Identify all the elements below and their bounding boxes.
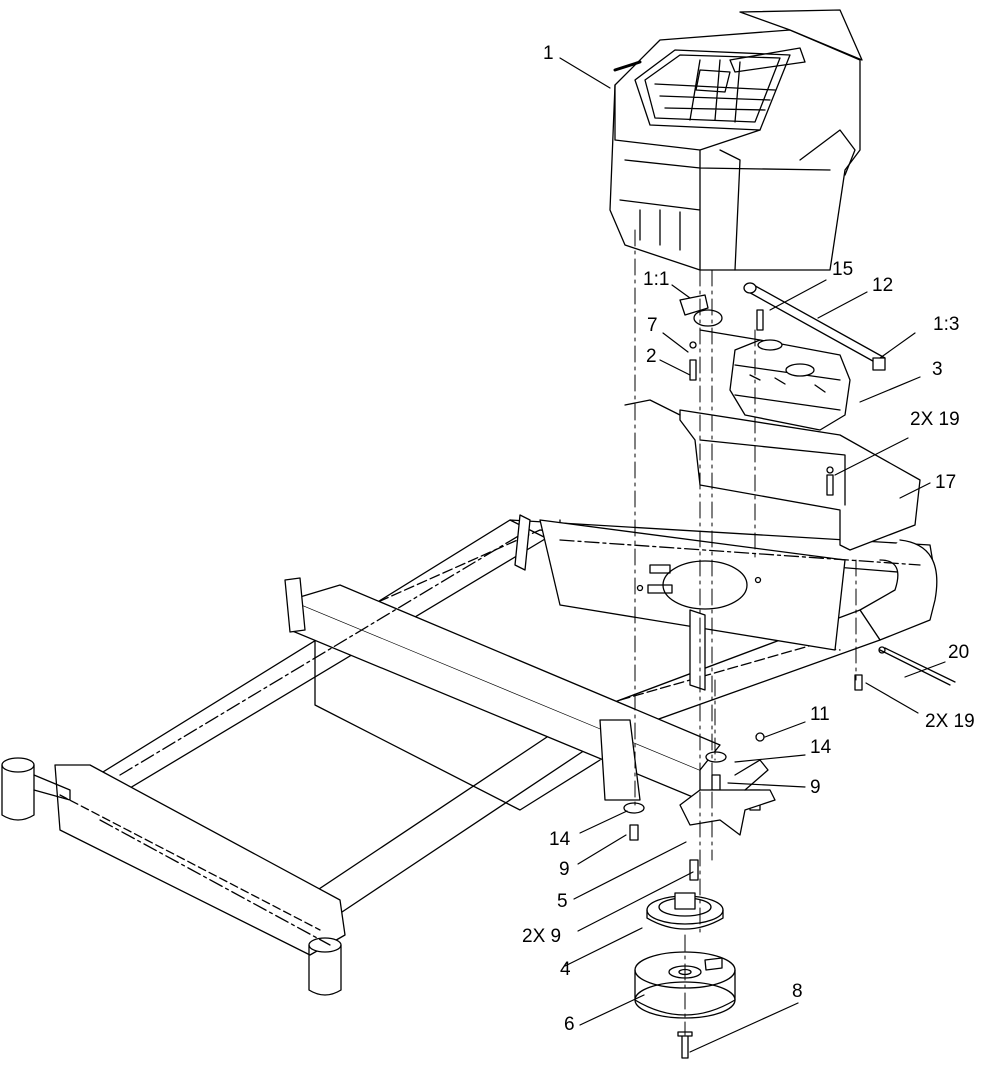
callout-2x19-right: 2X 19 — [925, 711, 975, 732]
engine — [609, 9, 863, 271]
exhaust-pipe — [743, 282, 886, 371]
bolt-19 — [826, 474, 863, 691]
callout-17: 17 — [935, 472, 957, 493]
mower-frame — [1, 514, 938, 996]
bolt-8 — [677, 1031, 693, 1059]
callout-1: 1 — [543, 43, 554, 64]
callout-14-left: 14 — [549, 829, 571, 850]
callout-2x19-top: 2X 19 — [910, 409, 960, 430]
callout-1-1: 1:1 — [643, 269, 670, 290]
callout-14-right: 14 — [810, 737, 832, 758]
callout-12: 12 — [872, 275, 894, 296]
callout-5: 5 — [557, 891, 568, 912]
callout-2: 2 — [646, 346, 657, 367]
callout-6: 6 — [564, 1014, 575, 1035]
callout-7: 7 — [647, 315, 658, 336]
leader-lines — [559, 57, 946, 1053]
callout-15: 15 — [832, 259, 854, 280]
front-caster-left — [1, 757, 71, 821]
callout-11: 11 — [810, 704, 830, 725]
bolt-15 — [756, 309, 764, 331]
callout-8: 8 — [792, 981, 803, 1002]
callout-4: 4 — [560, 959, 571, 980]
front-caster-right — [308, 937, 342, 996]
callout-3: 3 — [932, 359, 943, 380]
callout-9-right: 9 — [810, 777, 821, 798]
engine-shield — [624, 399, 921, 551]
callout-20: 20 — [948, 642, 970, 663]
assembly-centerlines — [634, 229, 857, 1036]
callout-2x9: 2X 9 — [522, 926, 562, 947]
exhaust-gasket — [679, 294, 761, 341]
callout-9-left: 9 — [559, 859, 570, 880]
muffler — [729, 339, 851, 431]
callout-1-3: 1:3 — [933, 314, 960, 335]
engine-pulley — [646, 892, 724, 930]
bolt-2 — [689, 341, 697, 381]
hairpin-20 — [878, 646, 956, 686]
